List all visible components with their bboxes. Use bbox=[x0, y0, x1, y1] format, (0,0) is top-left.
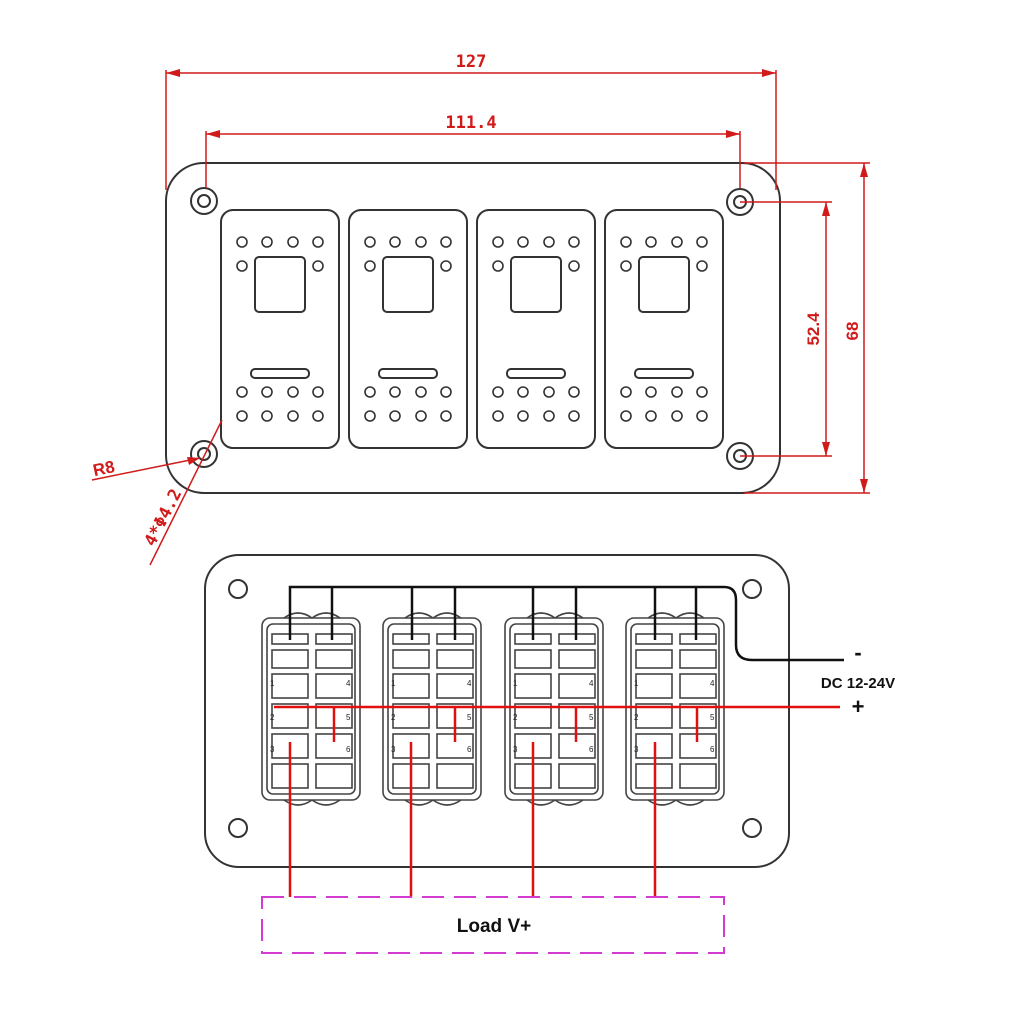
svg-text:5: 5 bbox=[346, 713, 351, 722]
rear-switch-2: 1 4 2 5 3 6 bbox=[382, 612, 482, 806]
dim-hole-spacing-height: 52.4 bbox=[804, 312, 823, 346]
mounting-hole-top-left bbox=[190, 187, 218, 215]
dimension-lines bbox=[91, 69, 870, 566]
svg-text:4: 4 bbox=[710, 679, 715, 688]
svg-text:3: 3 bbox=[634, 745, 639, 754]
svg-text:2: 2 bbox=[391, 713, 396, 722]
svg-text:6: 6 bbox=[589, 745, 594, 754]
dim-hole-spacing-width: 111.4 bbox=[445, 113, 496, 133]
svg-text:6: 6 bbox=[710, 745, 715, 754]
svg-text:6: 6 bbox=[346, 745, 351, 754]
svg-text:4: 4 bbox=[467, 679, 472, 688]
svg-text:2: 2 bbox=[270, 713, 275, 722]
positive-wire bbox=[274, 705, 840, 897]
dim-overall-height: 68 bbox=[843, 322, 862, 341]
svg-text:3: 3 bbox=[270, 745, 275, 754]
positive-terminal-label: + bbox=[852, 694, 865, 719]
front-panel-view: 127 111.4 52.4 68 R8 4*Φ4.2 bbox=[91, 52, 870, 566]
svg-text:1: 1 bbox=[391, 679, 396, 688]
rear-mounting-holes bbox=[228, 579, 762, 838]
svg-text:3: 3 bbox=[391, 745, 396, 754]
front-switch-2 bbox=[348, 209, 468, 449]
svg-text:6: 6 bbox=[467, 745, 472, 754]
rear-panel-plate bbox=[204, 554, 790, 868]
load-label: Load V+ bbox=[457, 916, 531, 937]
svg-text:5: 5 bbox=[589, 713, 594, 722]
load-box bbox=[261, 896, 725, 954]
negative-wire bbox=[288, 585, 844, 662]
svg-text:5: 5 bbox=[467, 713, 472, 722]
front-mounting-holes bbox=[190, 187, 754, 470]
svg-text:2: 2 bbox=[513, 713, 518, 722]
rear-wiring-view: 1 4 2 5 3 6 1 4 2 5 bbox=[204, 554, 895, 954]
front-switches bbox=[220, 209, 724, 449]
front-panel-plate bbox=[165, 162, 781, 494]
dim-corner-radius: R8 bbox=[91, 457, 116, 480]
rear-switch-1: 1 4 2 5 3 6 bbox=[261, 612, 361, 806]
svg-text:1: 1 bbox=[513, 679, 518, 688]
svg-text:3: 3 bbox=[513, 745, 518, 754]
svg-text:5: 5 bbox=[710, 713, 715, 722]
supply-voltage-label: DC 12-24V bbox=[821, 675, 895, 692]
svg-text:1: 1 bbox=[270, 679, 275, 688]
svg-text:2: 2 bbox=[634, 713, 639, 722]
rear-switch-3: 1 4 2 5 3 6 bbox=[504, 612, 604, 806]
dim-hole-diameter: 4*Φ4.2 bbox=[141, 486, 187, 550]
front-switch-4 bbox=[604, 209, 724, 449]
svg-text:1: 1 bbox=[634, 679, 639, 688]
svg-text:4: 4 bbox=[346, 679, 351, 688]
rear-switch-4: 1 4 2 5 3 6 bbox=[625, 612, 725, 806]
mounting-hole-bottom-left bbox=[190, 440, 218, 468]
svg-text:4: 4 bbox=[589, 679, 594, 688]
dim-overall-width: 127 bbox=[456, 52, 487, 72]
negative-terminal-label: - bbox=[854, 640, 861, 665]
front-switch-1 bbox=[220, 209, 340, 449]
front-switch-3 bbox=[476, 209, 596, 449]
